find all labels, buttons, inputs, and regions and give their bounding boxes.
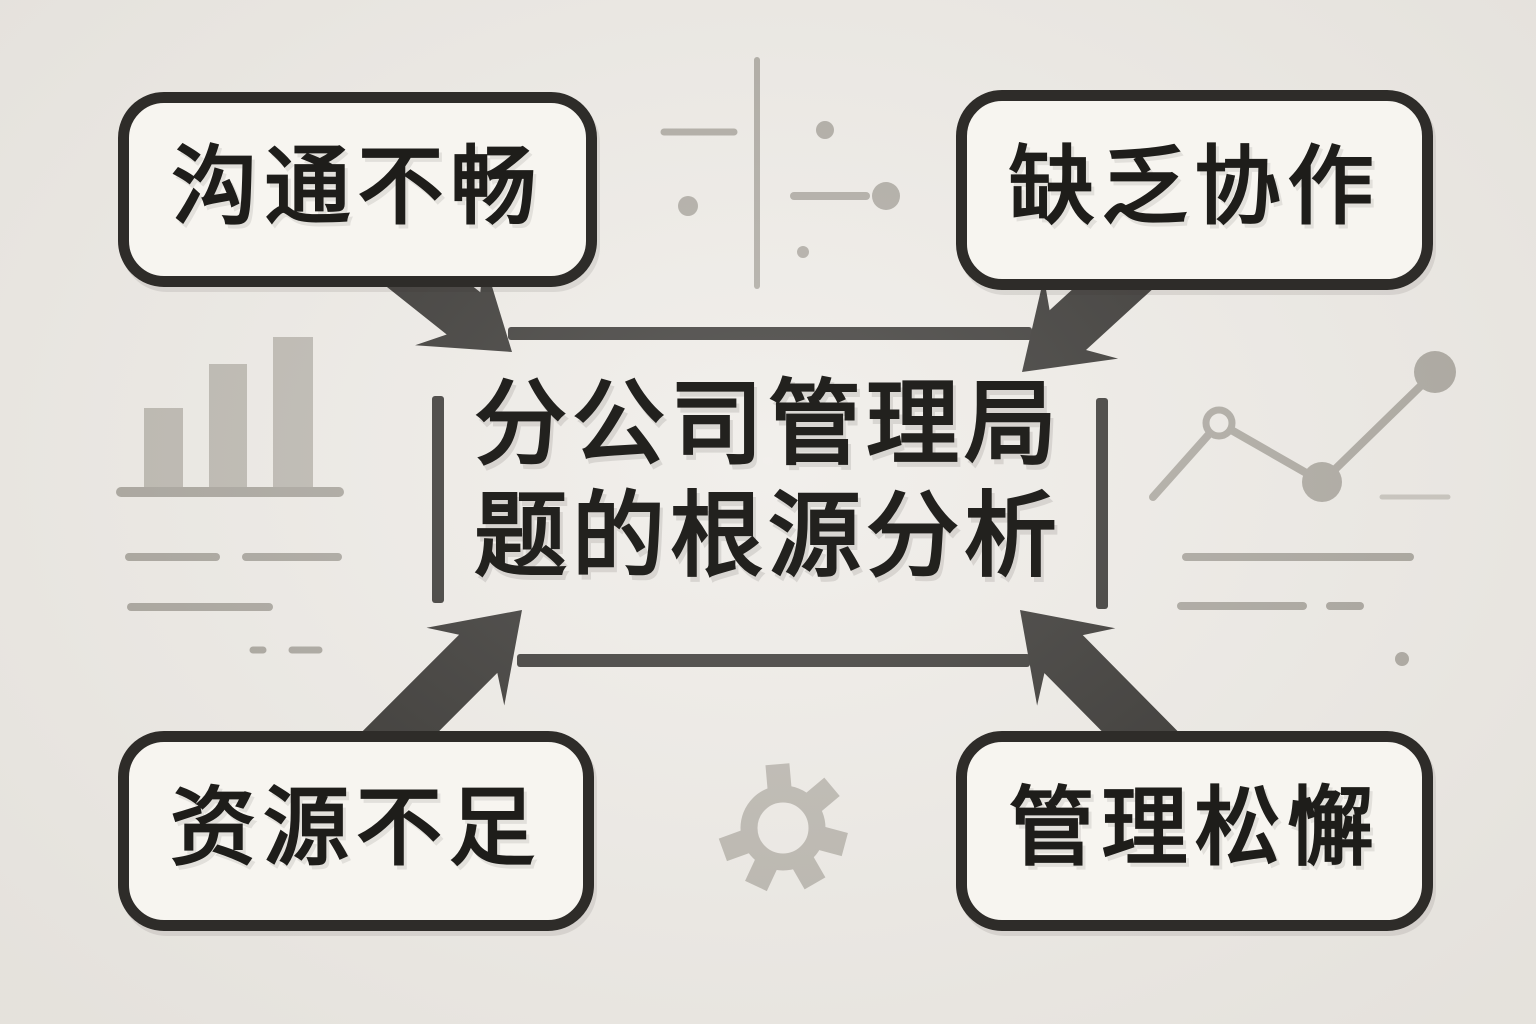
cause-box-bottom-left: 资源不足 — [118, 731, 594, 931]
cause-label-bottom-right: 管理松懈 — [1008, 780, 1381, 876]
frame-right-bar — [1096, 398, 1108, 609]
point — [1414, 351, 1456, 393]
cause-box-bottom-right: 管理松懈 — [956, 731, 1433, 931]
dot — [678, 196, 698, 216]
bar-small — [144, 408, 183, 492]
dot — [816, 121, 834, 139]
center-frame — [432, 327, 1108, 667]
trend-line — [1149, 368, 1439, 501]
gear-teeth — [718, 763, 848, 892]
center-title: 分公司管理局 题的根源分析 — [448, 368, 1088, 592]
frame-left-bar — [432, 396, 444, 603]
frame-top-bar — [508, 327, 1032, 340]
open-point — [1202, 406, 1236, 440]
cause-box-top-left: 沟通不畅 — [118, 92, 597, 287]
cause-label-top-left: 沟通不畅 — [171, 138, 544, 235]
center-title-line-2: 题的根源分析 — [474, 484, 1062, 588]
gear-ring — [740, 785, 826, 871]
dot-small — [797, 246, 809, 258]
bar-medium — [209, 364, 247, 492]
cause-label-top-right: 缺乏协作 — [1008, 139, 1381, 235]
bar-tall — [273, 337, 313, 492]
line-chart-icon — [1149, 351, 1456, 666]
point — [1302, 462, 1342, 502]
cause-box-top-right: 缺乏协作 — [956, 90, 1433, 290]
gear-icon — [718, 763, 848, 892]
bar-chart-icon — [116, 337, 344, 654]
small-dot — [1395, 652, 1409, 666]
dot-large — [872, 182, 900, 210]
cause-label-bottom-left: 资源不足 — [170, 780, 542, 876]
dots-and-lines-cluster — [660, 57, 900, 289]
center-title-line-1: 分公司管理局 — [474, 372, 1062, 476]
frame-bottom-bar — [517, 654, 1030, 667]
